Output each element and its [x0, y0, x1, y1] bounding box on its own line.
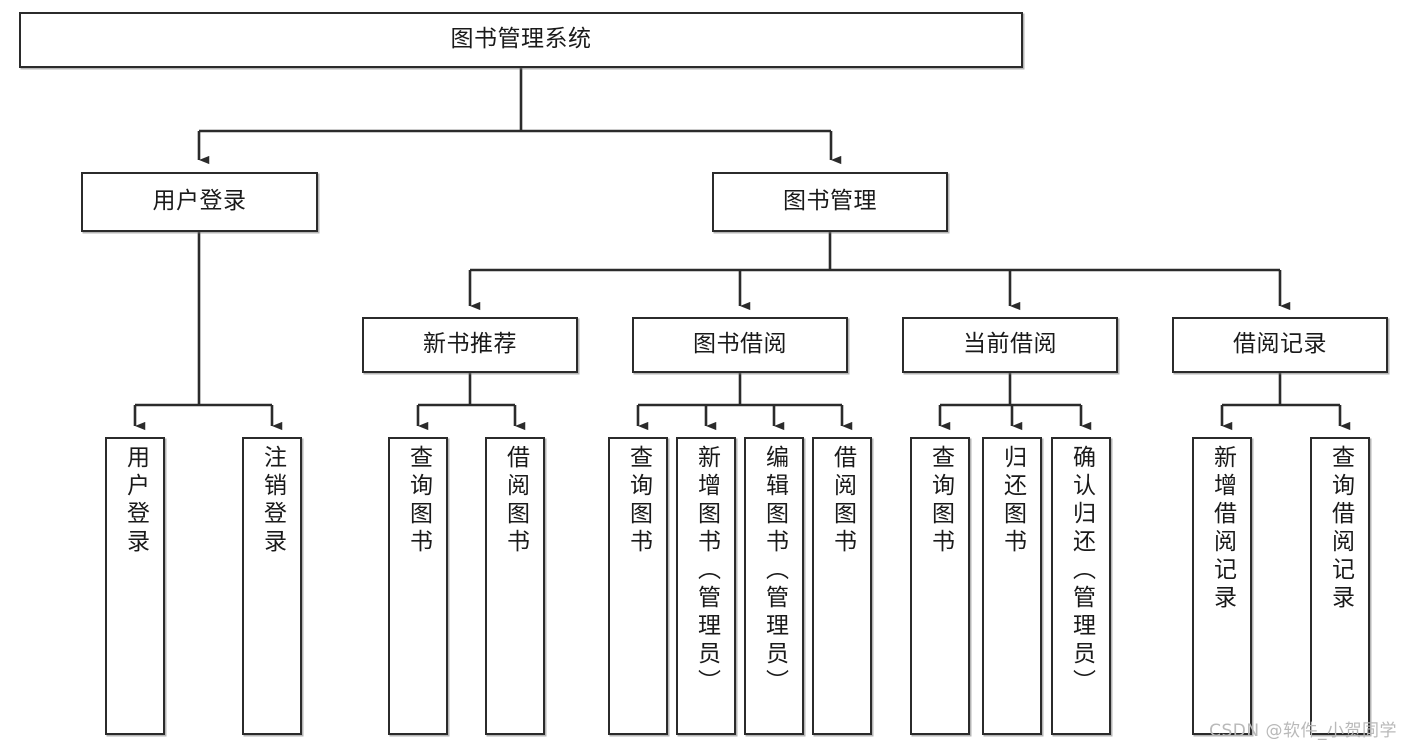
- node-leaf-query-book-2[interactable]: 查询图书: [608, 437, 668, 735]
- node-root-label: 图书管理系统: [450, 26, 592, 53]
- node-leaf-user-login-label: 用户登录: [122, 445, 149, 557]
- node-book-manage[interactable]: 图书管理: [712, 172, 948, 232]
- node-leaf-add-record[interactable]: 新增借阅记录: [1192, 437, 1252, 735]
- node-leaf-query-record[interactable]: 查询借阅记录: [1310, 437, 1370, 735]
- node-root[interactable]: 图书管理系统: [19, 12, 1023, 68]
- node-leaf-borrow-book-2[interactable]: 借阅图书: [812, 437, 872, 735]
- node-leaf-query-record-label: 查询借阅记录: [1327, 445, 1354, 613]
- node-leaf-query-book-3[interactable]: 查询图书: [910, 437, 970, 735]
- node-leaf-add-book[interactable]: 新增图书（管理员）: [676, 437, 736, 735]
- node-new-book-rec[interactable]: 新书推荐: [362, 317, 578, 373]
- node-leaf-user-logout-label: 注销登录: [259, 445, 286, 557]
- node-book-borrow[interactable]: 图书借阅: [632, 317, 848, 373]
- node-leaf-query-book-1[interactable]: 查询图书: [388, 437, 448, 735]
- node-borrow-record[interactable]: 借阅记录: [1172, 317, 1388, 373]
- node-leaf-query-book-2-label: 查询图书: [625, 445, 652, 557]
- node-leaf-user-login[interactable]: 用户登录: [105, 437, 165, 735]
- node-leaf-query-book-3-label: 查询图书: [927, 445, 954, 557]
- node-new-book-rec-label: 新书推荐: [423, 331, 517, 358]
- node-leaf-user-logout[interactable]: 注销登录: [242, 437, 302, 735]
- node-leaf-add-record-label: 新增借阅记录: [1209, 445, 1236, 613]
- node-leaf-borrow-book-1[interactable]: 借阅图书: [485, 437, 545, 735]
- node-leaf-confirm-return[interactable]: 确认归还（管理员）: [1051, 437, 1111, 735]
- node-book-borrow-label: 图书借阅: [693, 331, 787, 358]
- node-leaf-return-book[interactable]: 归还图书: [982, 437, 1042, 735]
- node-current-borrow[interactable]: 当前借阅: [902, 317, 1118, 373]
- node-user-login[interactable]: 用户登录: [81, 172, 318, 232]
- node-leaf-borrow-book-2-label: 借阅图书: [829, 445, 856, 557]
- node-leaf-edit-book[interactable]: 编辑图书（管理员）: [744, 437, 804, 735]
- csdn-watermark: CSDN @软件_小贺同学: [1209, 721, 1397, 741]
- node-user-login-label: 用户登录: [152, 188, 247, 215]
- node-leaf-edit-book-label: 编辑图书（管理员）: [761, 445, 788, 697]
- node-leaf-confirm-return-label: 确认归还（管理员）: [1068, 445, 1095, 697]
- node-current-borrow-label: 当前借阅: [963, 331, 1057, 358]
- node-book-manage-label: 图书管理: [783, 188, 877, 215]
- node-leaf-return-book-label: 归还图书: [999, 445, 1026, 557]
- node-leaf-borrow-book-1-label: 借阅图书: [502, 445, 529, 557]
- node-leaf-query-book-1-label: 查询图书: [405, 445, 432, 557]
- node-leaf-add-book-label: 新增图书（管理员）: [693, 445, 720, 697]
- node-borrow-record-label: 借阅记录: [1233, 331, 1327, 358]
